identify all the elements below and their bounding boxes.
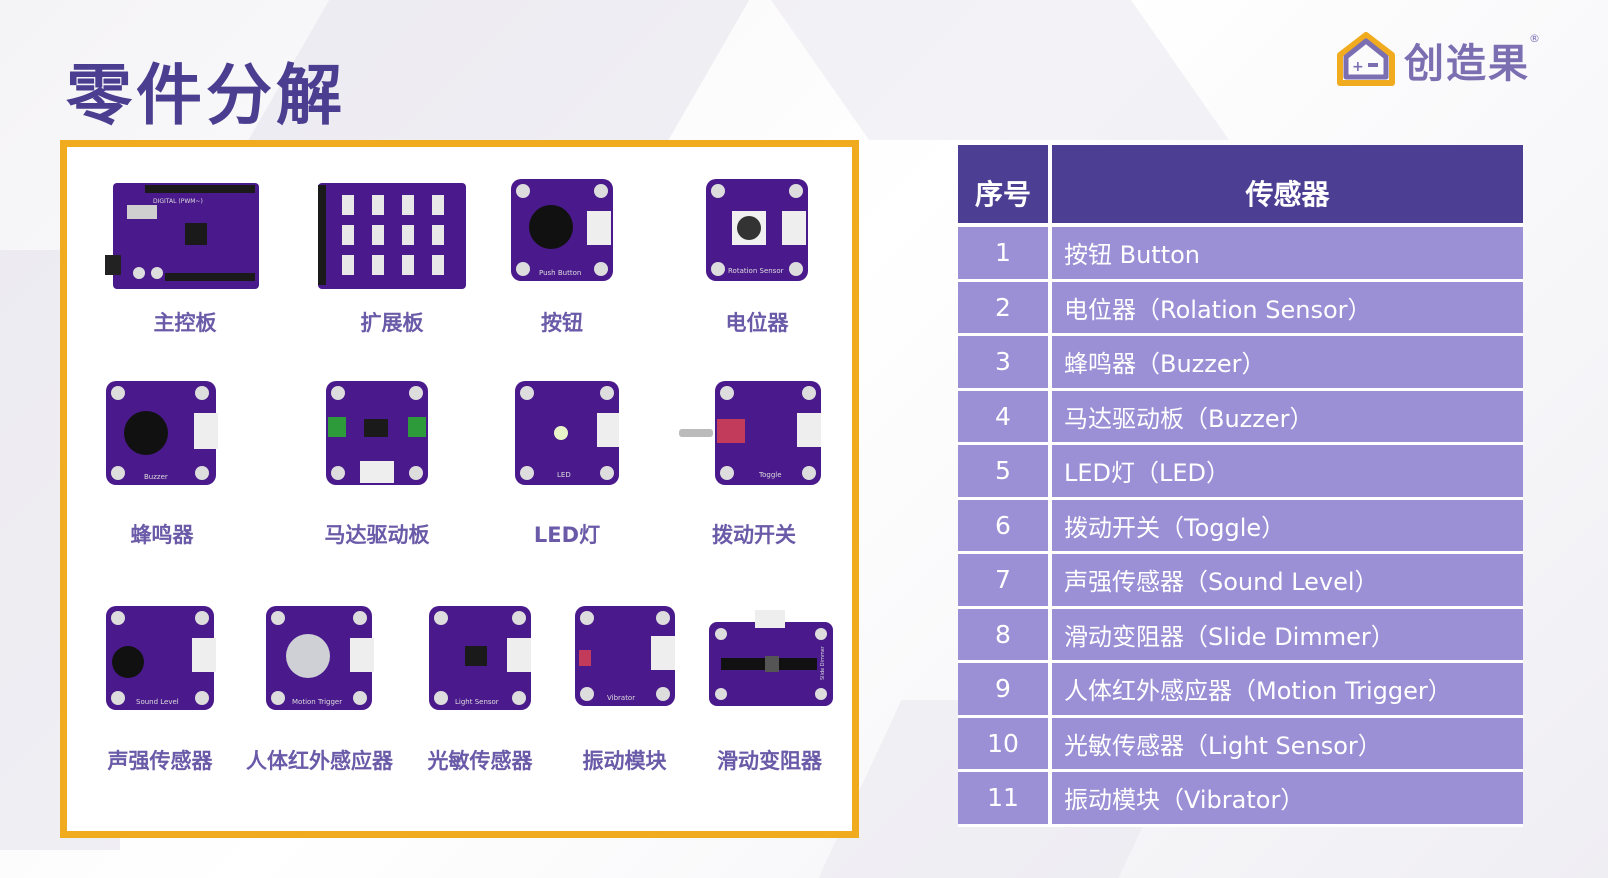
row-number: 11 [958, 772, 1052, 827]
svg-text:Light Sensor: Light Sensor [455, 698, 499, 706]
row-sensor-name: 拨动开关（Toggle） [1052, 499, 1523, 554]
row-sensor-name: 光敏传感器（Light Sensor） [1052, 717, 1523, 772]
row-number: 1 [958, 227, 1052, 282]
row-sensor-name: 蜂鸣器（Buzzer） [1052, 336, 1523, 391]
table-row: 10 光敏传感器（Light Sensor） [958, 717, 1523, 772]
motion-trigger-module-icon: Motion Trigger [265, 606, 374, 710]
part-slide-dimmer: Slide Dimmer 滑动变阻器 [702, 602, 837, 782]
led-module-icon: LED [515, 381, 619, 485]
part-label: LED灯 [533, 523, 601, 547]
table-row: 6 拨动开关（Toggle） [958, 499, 1523, 554]
part-label: 按钮 [541, 311, 583, 335]
table-row: 11 振动模块（Vibrator） [958, 772, 1523, 827]
toggle-module-icon: Toggle [679, 381, 821, 485]
part-label: 滑动变阻器 [717, 749, 822, 773]
push-button-module-icon: Push Button [511, 179, 613, 281]
row-sensor-name: 滑动变阻器（Slide Dimmer） [1052, 608, 1523, 663]
part-toggle: Toggle 拨动开关 [674, 377, 834, 557]
table-row: 4 马达驱动板（Buzzer） [958, 390, 1523, 445]
svg-text:Rotation Sensor: Rotation Sensor [728, 267, 784, 275]
svg-text:Toggle: Toggle [758, 471, 782, 479]
row-sensor-name: 人体红外感应器（Motion Trigger） [1052, 663, 1523, 718]
part-motion-trigger: Motion Trigger 人体红外感应器 [232, 602, 407, 782]
row-sensor-name: 声强传感器（Sound Level） [1052, 554, 1523, 609]
svg-text:LED: LED [557, 471, 571, 479]
table-row: 8 滑动变阻器（Slide Dimmer） [958, 608, 1523, 663]
brand-logo: + 创造果 ® [1336, 30, 1566, 90]
svg-text:Vibrator: Vibrator [607, 694, 635, 702]
part-main-board: DIGITAL (PWM~) 主控板 [105, 175, 265, 345]
part-led: LED LED灯 [507, 377, 627, 557]
part-expansion-board: 扩展板 [312, 175, 472, 345]
expansion-board-icon [318, 183, 466, 289]
sensor-table: 序号 传感器 1 按钮 Button 2 电位器（Rolation Sensor… [958, 145, 1523, 827]
part-label: 马达驱动板 [324, 523, 430, 547]
main-board-icon: DIGITAL (PWM~) [105, 183, 259, 289]
row-number: 2 [958, 281, 1052, 336]
part-label: 声强传感器 [107, 749, 213, 773]
svg-text:Push Button: Push Button [539, 269, 581, 277]
page-title: 零件分解 [66, 57, 346, 134]
part-label: 蜂鸣器 [130, 523, 194, 547]
house-logo-icon: + [1337, 32, 1395, 86]
parts-panel: DIGITAL (PWM~) 主控板 扩展板 [60, 140, 859, 838]
row-number: 7 [958, 554, 1052, 609]
part-label: 主控板 [153, 311, 217, 335]
row-number: 5 [958, 445, 1052, 500]
part-label: 人体红外感应器 [246, 749, 393, 773]
rotation-sensor-module-icon: Rotation Sensor [706, 179, 808, 281]
row-sensor-name: 按钮 Button [1052, 227, 1523, 282]
slide-dimmer-module-icon: Slide Dimmer [708, 610, 833, 706]
svg-text:+: + [1352, 59, 1364, 75]
light-sensor-module-icon: Light Sensor [429, 606, 531, 710]
table-row: 7 声强传感器（Sound Level） [958, 554, 1523, 609]
svg-text:Sound Level: Sound Level [136, 698, 179, 706]
table-row: 9 人体红外感应器（Motion Trigger） [958, 663, 1523, 718]
table-row: 3 蜂鸣器（Buzzer） [958, 336, 1523, 391]
buzzer-module-icon: Buzzer [106, 381, 218, 485]
row-number: 10 [958, 717, 1052, 772]
table-row: 1 按钮 Button [958, 227, 1523, 282]
part-buzzer: Buzzer 蜂鸣器 [92, 377, 232, 557]
svg-text:Buzzer: Buzzer [144, 473, 168, 481]
part-light-sensor: Light Sensor 光敏传感器 [410, 602, 550, 782]
svg-text:DIGITAL (PWM~): DIGITAL (PWM~) [153, 198, 203, 205]
row-sensor-name: LED灯（LED） [1052, 445, 1523, 500]
part-vibrator: Vibrator 振动模块 [562, 602, 687, 782]
header-index: 序号 [958, 145, 1052, 227]
part-label: 光敏传感器 [427, 749, 533, 773]
part-sound-level: Sound Level 声强传感器 [90, 602, 230, 782]
row-sensor-name: 马达驱动板（Buzzer） [1052, 390, 1523, 445]
row-sensor-name: 电位器（Rolation Sensor） [1052, 281, 1523, 336]
table-row: 2 电位器（Rolation Sensor） [958, 281, 1523, 336]
svg-text:Motion Trigger: Motion Trigger [292, 698, 342, 706]
part-label: 拨动开关 [712, 523, 796, 547]
row-number: 4 [958, 390, 1052, 445]
row-sensor-name: 振动模块（Vibrator） [1052, 772, 1523, 827]
row-number: 3 [958, 336, 1052, 391]
row-number: 9 [958, 663, 1052, 718]
part-rotation-sensor: Rotation Sensor 电位器 [692, 175, 822, 345]
row-number: 6 [958, 499, 1052, 554]
part-label: 扩展板 [360, 311, 424, 335]
logo-text: 创造果 [1404, 41, 1530, 87]
part-label: 振动模块 [582, 749, 667, 773]
background-facet [770, 0, 1230, 140]
header-sensor: 传感器 [1052, 145, 1523, 227]
registered-mark: ® [1529, 32, 1540, 45]
svg-text:Slide Dimmer: Slide Dimmer [820, 645, 826, 680]
table-row: 5 LED灯（LED） [958, 445, 1523, 500]
part-push-button: Push Button 按钮 [502, 175, 622, 345]
part-motor-driver: 马达驱动板 [292, 377, 462, 557]
row-number: 8 [958, 608, 1052, 663]
sound-level-module-icon: Sound Level [106, 606, 216, 710]
motor-driver-module-icon [326, 381, 428, 485]
vibrator-module-icon: Vibrator [574, 606, 675, 706]
table-header-row: 序号 传感器 [958, 145, 1523, 227]
part-label: 电位器 [725, 311, 789, 335]
